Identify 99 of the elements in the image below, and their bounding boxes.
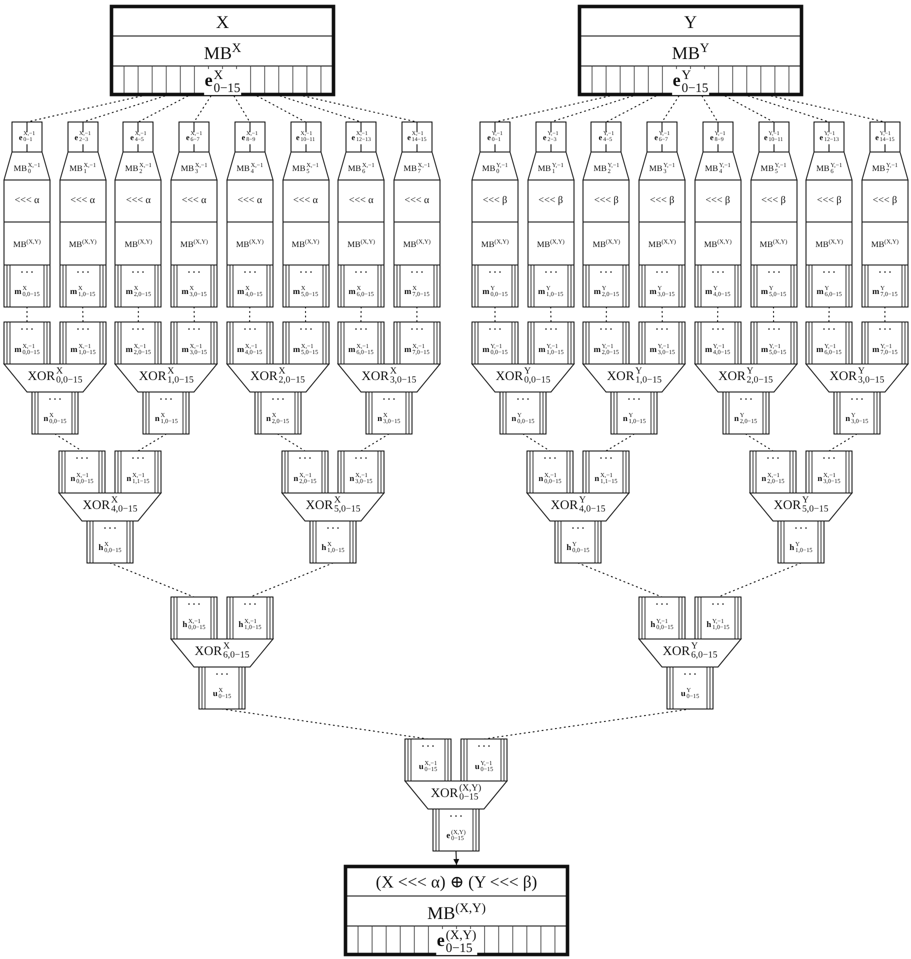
rotation-label: <<< α [236,196,264,206]
xor-unit [750,451,852,563]
dotted-connector [256,96,306,122]
xor-unit [226,322,329,434]
block-label: MB$^{(X,Y)}$ [480,239,510,249]
block-label: MB$^{(X,Y)}$ [12,239,42,249]
block-label: MB$^{(X,Y)}$ [536,239,566,249]
rotation-label: <<< β [872,196,898,206]
dotted-connector [828,306,830,322]
dotted-connector [606,96,656,122]
rotation-column [528,122,574,307]
rotation-column [639,122,686,307]
register-label: MB$^{Y}$ [670,42,710,62]
block-label: MB$^{(X,Y)}$ [234,239,265,249]
rotation-column [115,122,162,307]
dotted-connector [194,306,195,322]
xor-unit [59,451,161,563]
dotted-connector [748,96,830,122]
xor-unit [806,322,908,434]
rotation-column [472,122,518,307]
rotation-column [394,122,440,307]
rotation-column [806,122,852,307]
rotation-label: <<< β [593,196,620,206]
dotted-connector [138,96,188,122]
dotted-connector [305,306,306,322]
rotation-label: <<< α [180,196,208,206]
rotation-label: <<< α [404,196,430,206]
arrow [453,850,460,866]
dotted-connector [884,306,886,322]
register-title: (X <<< α) ⊕ (Y <<< β) [374,874,538,890]
rotation-column [226,122,273,307]
rotation-column [171,122,218,307]
rotation-label: <<< β [537,196,564,206]
xor-unit [639,597,741,709]
rotation-label: <<< α [348,196,375,206]
block-label: MB$^{(X,Y)}$ [702,239,733,249]
block-label: MB$^{(X,Y)}$ [124,239,154,249]
register-box [578,5,803,96]
xor-unit [171,597,273,709]
register-label: MB$^{(X,Y)}$ [426,902,487,922]
xor-unit [282,451,384,563]
block-label: MB$^{(X,Y)}$ [592,239,622,249]
register-label: MB$^{X}$ [202,42,242,62]
register-title: Y [683,13,698,31]
dotted-connector [717,306,718,322]
dotted-connector [494,306,496,322]
dotted-connector [416,306,418,322]
rotation-label: <<< β [648,196,676,206]
xor-unit [527,451,629,563]
dotted-connector [138,306,139,322]
dotted-connector [26,306,28,322]
rotation-column [282,122,328,307]
rotation-label: <<< β [482,196,508,206]
rotation-label: <<< α [69,196,96,206]
rotation-label: <<< β [816,196,842,206]
rotation-column [583,122,630,307]
dotted-connector [234,96,250,122]
xor-unit [472,322,574,434]
block-label: MB$^{(X,Y)}$ [290,239,320,249]
dotted-connector [550,306,552,322]
xor-unit [4,322,106,434]
dotted-connector [773,306,774,322]
block-label: MB$^{(X,Y)}$ [870,239,900,249]
rotation-column [60,122,106,307]
register-box [344,865,569,956]
block-label: MB$^{(X,Y)}$ [68,239,98,249]
rotation-label: <<< β [760,196,787,206]
rotation-label: <<< β [704,196,732,206]
xor-unit [338,322,440,434]
dotted-connector [662,306,663,322]
dotted-connector [280,96,362,122]
dotted-connector [724,96,774,122]
xor-unit [115,322,218,434]
register-title: X [215,13,230,31]
dotted-connector [249,306,250,322]
xor-unit [405,739,507,851]
register-box [110,5,335,96]
xor-unit [583,322,686,434]
rotation-column [338,122,384,307]
block-label: MB$^{(X,Y)}$ [346,239,376,249]
block-label: MB$^{(X,Y)}$ [402,239,432,249]
dotted-connector [194,96,212,122]
xor-unit [694,322,797,434]
rotation-label: <<< α [14,196,40,206]
block-label: MB$^{(X,Y)}$ [647,239,677,249]
dotted-connector [82,306,84,322]
rotation-label: <<< α [125,196,152,206]
rotation-column [862,122,908,307]
dotted-connector [702,96,718,122]
dotted-connector [662,96,680,122]
block-label: MB$^{(X,Y)}$ [814,239,844,249]
rotation-label: <<< α [292,196,319,206]
dotted-connector [360,306,362,322]
rotation-column [4,122,50,307]
dotted-connector [606,306,607,322]
rotation-column [750,122,796,307]
block-label: MB$^{(X,Y)}$ [758,239,788,249]
rotation-column [694,122,741,307]
block-label: MB$^{(X,Y)}$ [179,239,209,249]
